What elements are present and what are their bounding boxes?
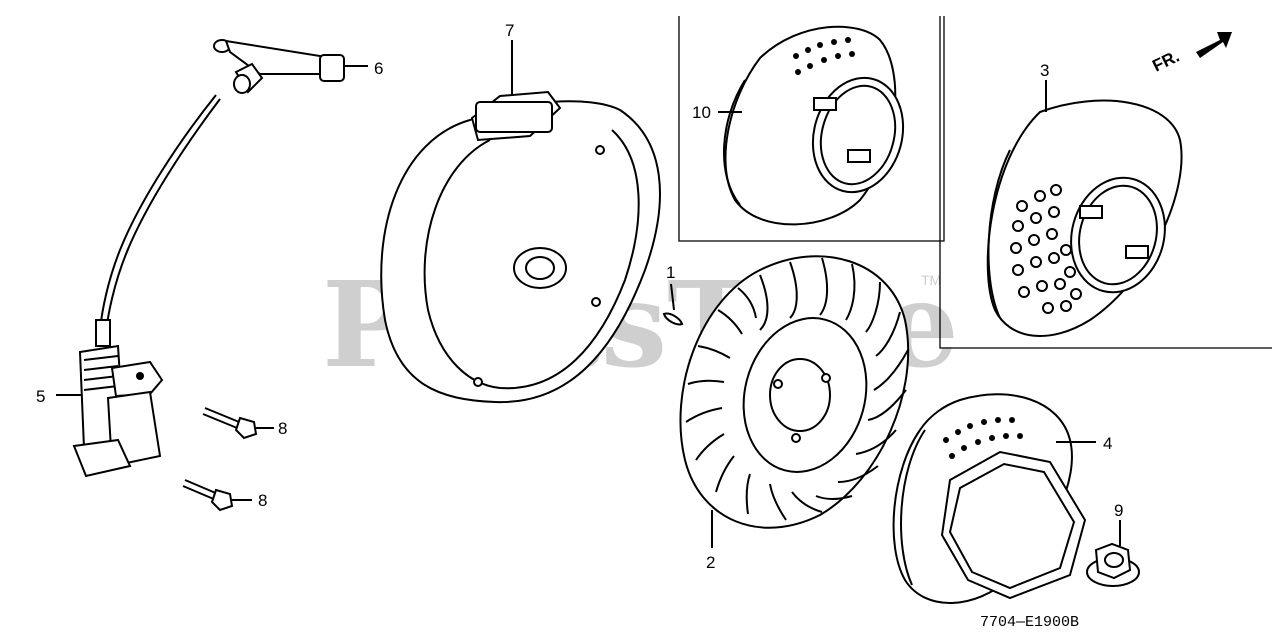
front-direction-indicator: FR.: [1149, 32, 1232, 76]
callout-9: 9: [1114, 501, 1123, 520]
mounting-bolt-lower: [182, 479, 252, 512]
callout-1: 1: [666, 263, 675, 282]
flange-nut[interactable]: [1086, 520, 1140, 587]
vent-holes-grid: [1010, 184, 1082, 314]
callout-7: 7: [505, 21, 514, 40]
cooling-fan[interactable]: [679, 255, 910, 548]
callout-4: 4: [1103, 434, 1112, 453]
inset-frame-part-3: [939, 16, 1272, 349]
callout-8-upper: 8: [278, 419, 287, 438]
mounting-bolt-upper: [202, 407, 274, 440]
woodruff-key[interactable]: [662, 283, 684, 326]
callout-3: 3: [1040, 61, 1049, 80]
watermark-trademark: TM: [921, 272, 941, 288]
flywheel-housing[interactable]: [380, 40, 661, 404]
starter-pulley-inset[interactable]: [718, 25, 916, 226]
inset-frame-part-10: [678, 16, 945, 242]
diagram-reference-code: 7704—E1900B: [980, 614, 1079, 631]
ignition-coil-assembly[interactable]: [56, 39, 368, 512]
fan-blades: [685, 257, 909, 521]
vent-holes-row: [793, 37, 855, 75]
vent-holes-arc: [943, 417, 1023, 459]
callout-6: 6: [374, 59, 383, 78]
starter-pulley[interactable]: [986, 80, 1183, 337]
spark-plug-cap: [213, 39, 368, 94]
ht-lead: [99, 94, 217, 331]
callout-8-lower: 8: [258, 491, 267, 510]
starter-cup[interactable]: [892, 393, 1096, 604]
front-arrow-icon: [1196, 32, 1232, 58]
callout-2: 2: [706, 553, 715, 572]
ignition-coil: [56, 319, 164, 478]
callout-5: 5: [36, 387, 45, 406]
front-direction-label: FR.: [1149, 47, 1182, 76]
callout-10: 10: [692, 103, 711, 122]
